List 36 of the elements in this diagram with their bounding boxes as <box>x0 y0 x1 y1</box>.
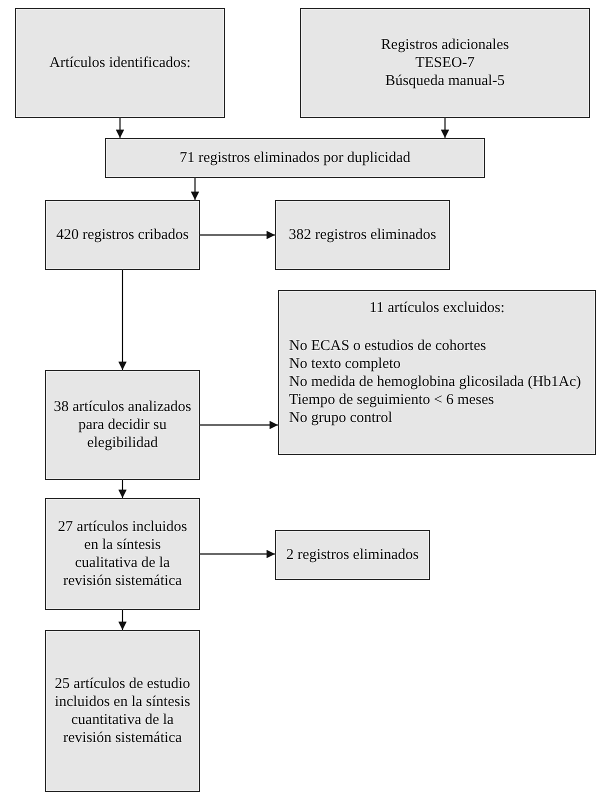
arrow <box>200 420 278 430</box>
arrow <box>200 230 275 240</box>
box-text: No medida de hemoglobina glicosilada (Hb1Ac) <box>289 373 582 391</box>
arrow <box>200 550 275 558</box>
arrow <box>440 118 450 138</box>
arrow <box>118 610 127 630</box>
arrow <box>118 270 127 370</box>
box-text: 2 registros eliminados <box>286 546 419 564</box>
arrow <box>116 118 124 138</box>
process-box <box>105 138 485 178</box>
process-box <box>300 8 590 118</box>
box-text: 420 registros cribados <box>56 226 189 244</box>
box-text: 71 registros eliminados por duplicidad <box>180 149 410 167</box>
box-text: No ECAS o estudios de cohortes <box>289 337 488 355</box>
box-heading: Registros adicionales <box>381 36 509 54</box>
process-box <box>275 200 450 270</box>
box-text: No grupo control <box>289 409 394 427</box>
box-text: Artículos identificados: <box>49 54 191 72</box>
process-box <box>275 530 430 580</box>
process-box <box>45 498 200 610</box>
box-text: TESEO-7 <box>415 54 475 72</box>
box-text: Búsqueda manual-5 <box>385 72 505 90</box>
arrow <box>190 178 200 200</box>
box-text: Tiempo de seguimiento < 6 meses <box>289 391 495 409</box>
process-box <box>45 630 200 792</box>
box-heading: 11 artículos excluidos: <box>368 299 506 317</box>
box-text: 27 artículos incluidos en la síntesis cualitativa de la revisión sistemática <box>56 518 188 590</box>
process-box <box>15 8 225 118</box>
process-box <box>278 290 596 455</box>
process-box <box>45 370 200 480</box>
box-text: 25 artículos de estudio incluidos en la síntesis cuantitativa de la revisión sistemática <box>54 675 192 747</box>
process-box <box>45 200 200 270</box>
box-text: 38 artículos analizados para decidir su elegibilidad <box>52 398 192 452</box>
box-text: No texto completo <box>289 355 402 373</box>
box-text: 382 registros eliminados <box>288 226 436 244</box>
arrow <box>118 480 127 498</box>
